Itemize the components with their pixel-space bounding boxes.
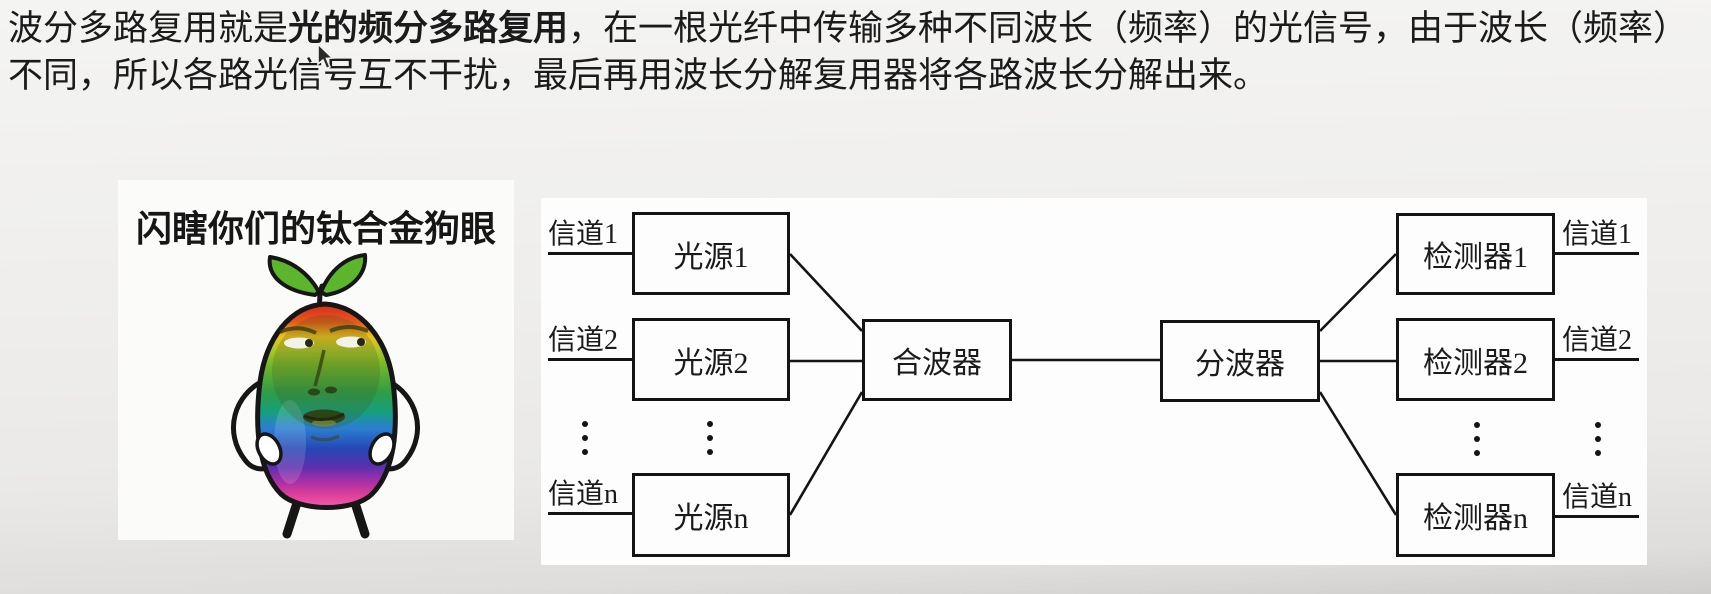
source-box-n: 光源n bbox=[632, 473, 790, 557]
source-box-1-label: 光源1 bbox=[673, 240, 749, 274]
ellipsis-dots-left-channels bbox=[582, 421, 588, 455]
splitter-box: 分波器 bbox=[1160, 320, 1320, 402]
channel-label-left-n: 信道n bbox=[548, 479, 632, 515]
source-box-2: 光源2 bbox=[632, 318, 790, 401]
meme-caption: 闪瞎你们的钛合金狗眼 bbox=[135, 208, 496, 249]
channel-label-right-1: 信道1 bbox=[1555, 219, 1639, 255]
line-splitter-detector1 bbox=[1319, 253, 1397, 332]
combiner-label: 合波器 bbox=[892, 347, 982, 380]
source-box-1: 光源1 bbox=[632, 212, 790, 295]
line-source1-combiner bbox=[789, 253, 863, 332]
ellipsis-dots-sources bbox=[707, 421, 713, 455]
line-splitter-detectorn bbox=[1318, 391, 1398, 516]
intro-text-rest: ，在一根光纤中传输多种不同波长（频率）的光信号，由于波长（频率） bbox=[568, 9, 1689, 48]
wdm-diagram: 信道1 信道2 信道n 光源1 光源2 光源n 合波器 分波器 检测器1 检测器… bbox=[541, 198, 1647, 565]
legs bbox=[282, 501, 370, 539]
sprout-leaves-icon bbox=[267, 253, 368, 310]
intro-text-bold: 光的频分多路复用 bbox=[288, 9, 569, 48]
meme-panel: 闪瞎你们的钛合金狗眼 bbox=[118, 180, 514, 540]
channel-label-left-1: 信道1 bbox=[548, 219, 632, 255]
hands bbox=[255, 432, 396, 466]
intro-line-2: 不同，所以各路光信号互不干扰，最后再用波长分解复用器将各路波长分解出来。 bbox=[8, 56, 1269, 95]
source-box-2-label: 光源2 bbox=[673, 346, 749, 380]
channel-label-left-2: 信道2 bbox=[548, 325, 632, 361]
line-sourcen-combiner bbox=[788, 391, 864, 516]
channel-label-right-2: 信道2 bbox=[1555, 325, 1639, 361]
detector-box-n: 检测器n bbox=[1396, 473, 1555, 557]
combiner-box: 合波器 bbox=[862, 319, 1012, 401]
detector-box-1-label: 检测器1 bbox=[1423, 241, 1528, 274]
intro-paragraph: 波分多路复用就是光的频分多路复用，在一根光纤中传输多种不同波长（频率）的光信号，… bbox=[8, 5, 1708, 99]
intro-line-1: 波分多路复用就是光的频分多路复用，在一根光纤中传输多种不同波长（频率）的光信号，… bbox=[8, 5, 1708, 52]
ellipsis-dots-right-channels bbox=[1595, 422, 1601, 456]
body-sheen bbox=[274, 400, 306, 484]
detector-box-2: 检测器2 bbox=[1396, 318, 1555, 401]
detector-box-1: 检测器1 bbox=[1396, 213, 1555, 295]
rainbow-body bbox=[255, 301, 398, 510]
ellipsis-dots-detectors bbox=[1474, 422, 1480, 456]
source-box-n-label: 光源n bbox=[673, 502, 749, 535]
intro-text-pre: 波分多路复用就是 bbox=[8, 9, 289, 48]
detector-box-n-label: 检测器n bbox=[1423, 502, 1528, 535]
detector-box-2-label: 检测器2 bbox=[1423, 346, 1528, 380]
rainbow-pear-character bbox=[230, 253, 421, 539]
mouse-cursor-icon bbox=[317, 43, 335, 70]
meme-face bbox=[272, 315, 380, 442]
channel-label-right-n: 信道n bbox=[1555, 482, 1639, 518]
splitter-label: 分波器 bbox=[1195, 348, 1285, 381]
